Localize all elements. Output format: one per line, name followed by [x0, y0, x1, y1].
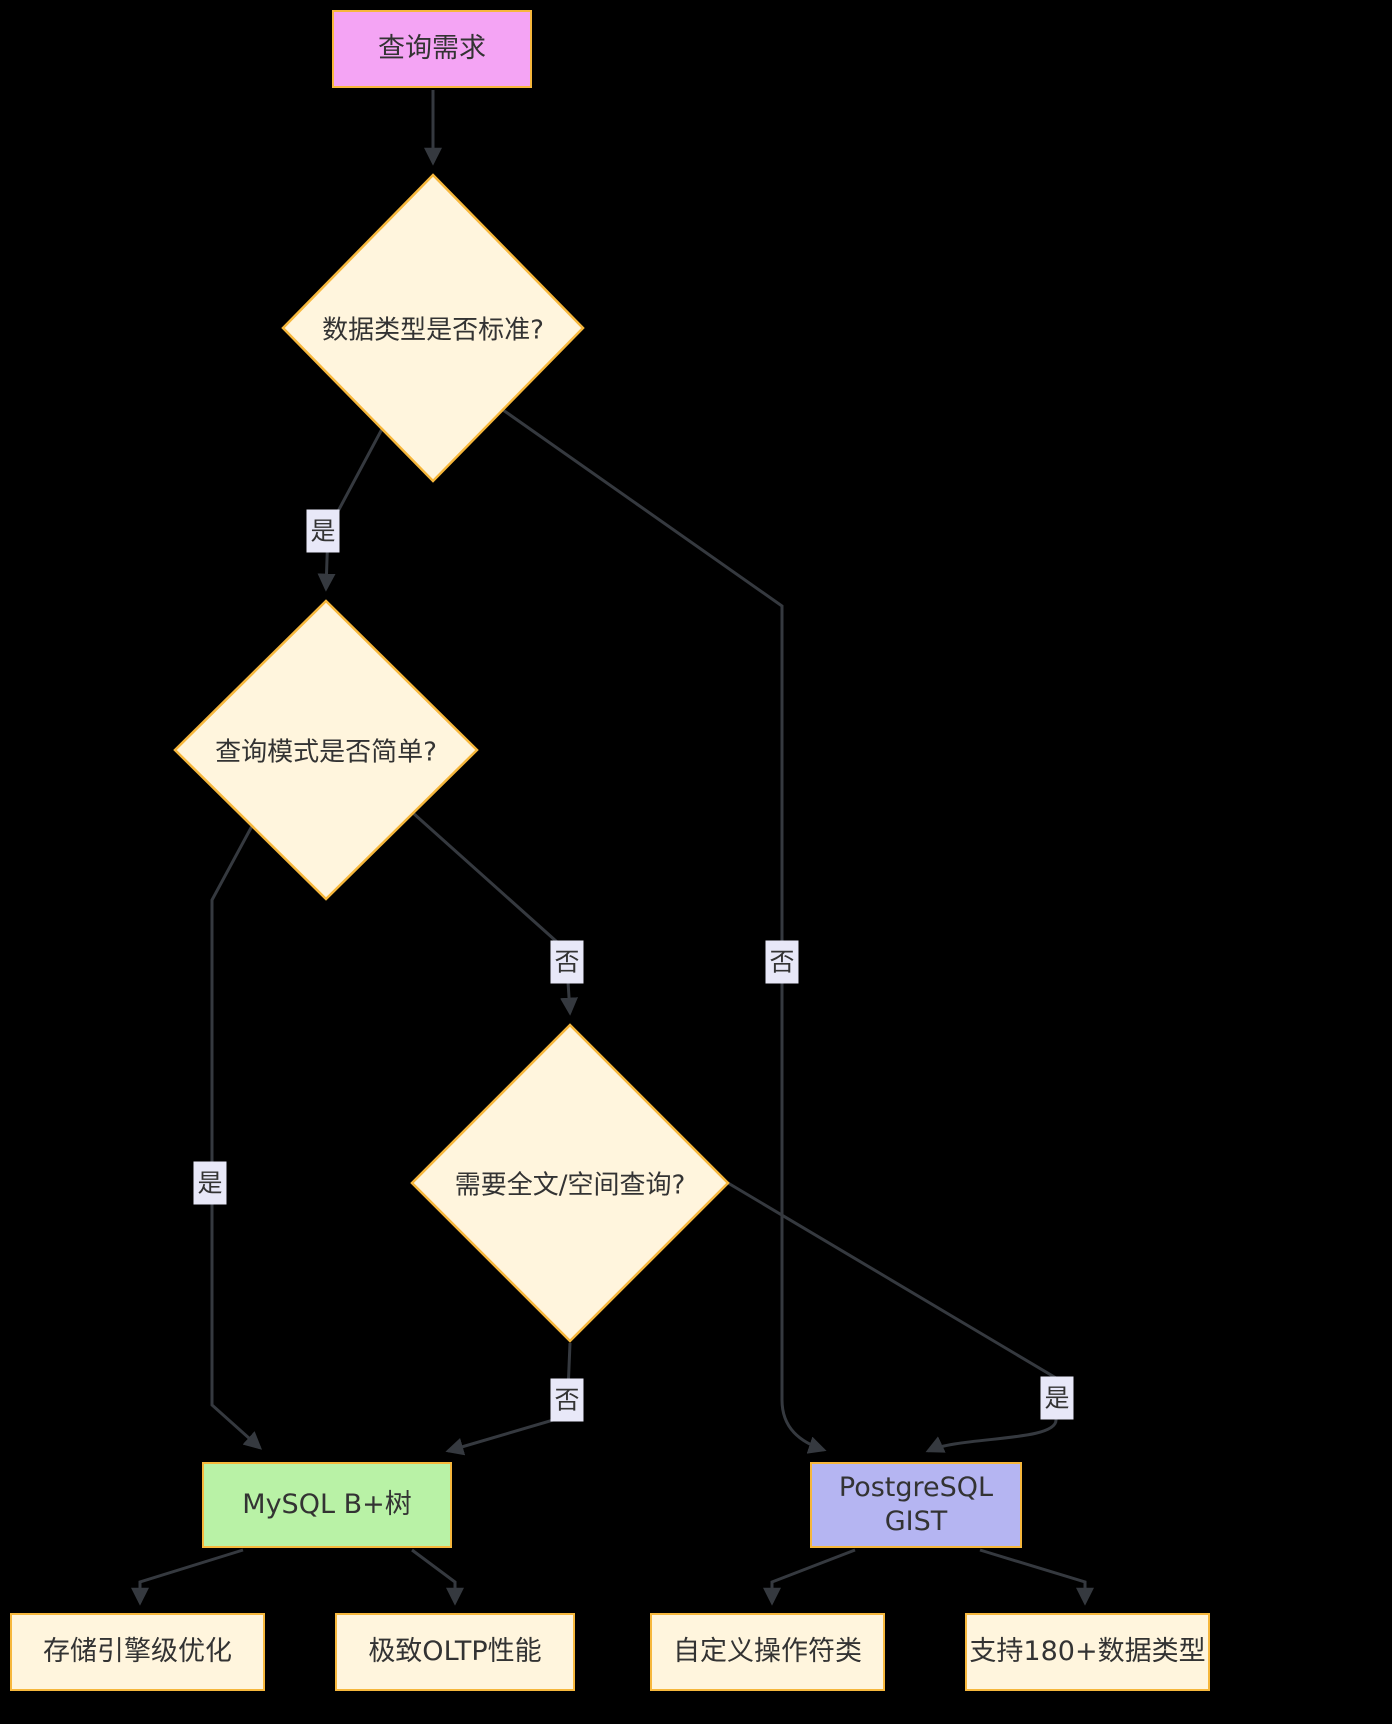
node-180-plus-data-types: 支持180+数据类型: [965, 1613, 1210, 1691]
node-start-label: 查询需求: [378, 33, 486, 65]
node-custom-operator-class-label: 自定义操作符类: [673, 1636, 862, 1668]
node-decision-fulltext-spatial-label: 需要全文/空间查询?: [454, 1170, 686, 1201]
node-postgresql-gist-label: PostgreSQL GIST: [838, 1472, 994, 1537]
node-custom-operator-class: 自定义操作符类: [650, 1613, 885, 1691]
edge-pg-leaf2: [979, 1548, 1094, 1606]
edge-label-yes-d2-mysql: 是: [193, 1161, 227, 1205]
edge-mysql-leaf1: [131, 1548, 244, 1606]
edge-d3-pg: [727, 1181, 1058, 1453]
edge-label-yes-d3-pg: 是: [1040, 1376, 1074, 1420]
node-decision-query-pattern-label: 查询模式是否简单?: [215, 737, 437, 768]
edge-d1-pg: [502, 408, 827, 1454]
edge-label-yes-d1-d2: 是: [306, 509, 340, 553]
node-storage-engine-optimization-label: 存储引擎级优化: [43, 1636, 232, 1668]
node-extreme-oltp-performance: 极致OLTP性能: [335, 1613, 575, 1691]
edge-label-no-d1-pg: 否: [765, 940, 799, 984]
edge-label-no-d2-d3: 否: [550, 940, 584, 984]
edge-d2-mysql: [210, 825, 263, 1450]
node-storage-engine-optimization: 存储引擎级优化: [10, 1613, 265, 1691]
node-extreme-oltp-performance-label: 极致OLTP性能: [368, 1636, 542, 1668]
node-mysql-btree-label: MySQL B+树: [242, 1489, 412, 1521]
node-180-plus-data-types-label: 支持180+数据类型: [969, 1636, 1206, 1668]
edge-pg-leaf1: [763, 1548, 856, 1606]
edge-mysql-leaf2: [411, 1548, 464, 1606]
decision-data-type-shape: [281, 173, 585, 483]
node-postgresql-gist: PostgreSQL GIST: [810, 1462, 1022, 1548]
edge-d2-d3: [411, 811, 579, 1016]
node-start: 查询需求: [332, 10, 532, 88]
decision-query-pattern-shape: [173, 599, 479, 901]
edge-label-no-d3-mysql: 否: [550, 1378, 584, 1422]
decision-fulltext-spatial-shape: [410, 1023, 730, 1343]
node-decision-data-type-label: 数据类型是否标准?: [322, 315, 544, 346]
node-mysql-btree: MySQL B+树: [202, 1462, 452, 1548]
